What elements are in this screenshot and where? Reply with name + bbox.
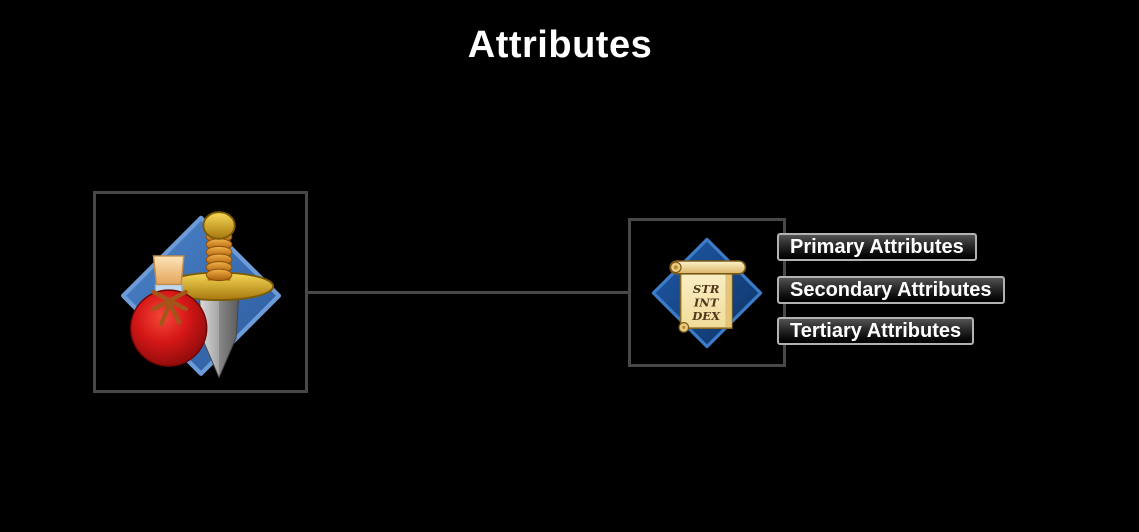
label-secondary-attributes[interactable]: Secondary Attributes (777, 276, 1005, 304)
left-node-box[interactable] (93, 191, 308, 393)
scroll-line-dex: DEX (691, 309, 721, 323)
scroll-line-int: INT (693, 295, 720, 309)
attributes-scroll-icon: STR INT DEX (643, 229, 771, 357)
right-node-box[interactable]: STR INT DEX (628, 218, 786, 367)
sword-and-potion-icon (106, 197, 296, 387)
scroll-line-str: STR (693, 282, 720, 296)
page-title: Attributes (467, 24, 653, 66)
node-connector-line (308, 291, 630, 294)
label-tertiary-attributes[interactable]: Tertiary Attributes (777, 317, 975, 345)
label-primary-attributes[interactable]: Primary Attributes (777, 233, 977, 261)
